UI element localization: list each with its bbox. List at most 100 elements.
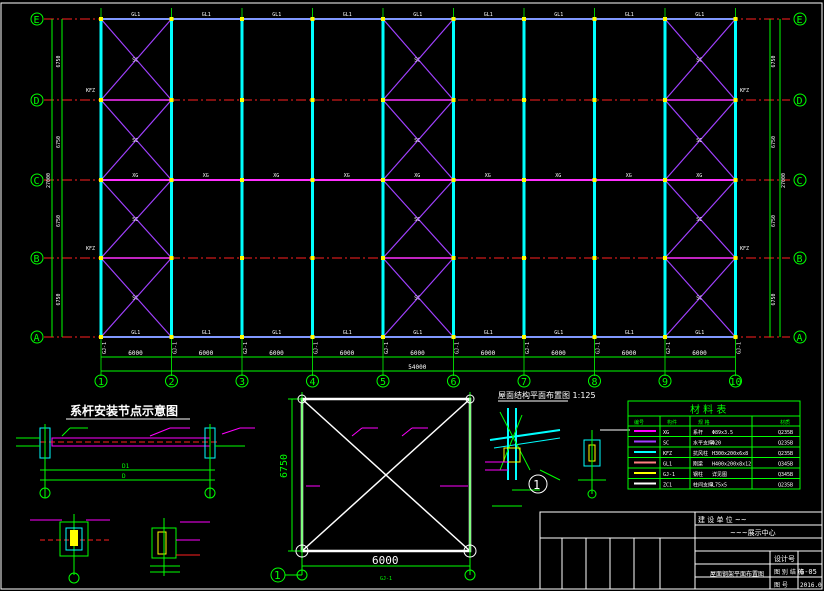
column-mark: GJ-1 [737, 342, 743, 354]
tie-label: XG [626, 173, 632, 179]
axis-bubble-8 [588, 374, 601, 388]
bay-dimension: 6000 [551, 350, 566, 357]
kfz-label: KFZ [740, 88, 749, 94]
plan-braces [100, 18, 736, 338]
column-mark: GJ-1 [525, 342, 531, 354]
svg-text:D1: D1 [122, 463, 130, 470]
detail3-axis: 1 [533, 478, 540, 492]
side-dimension: 6750 [771, 136, 777, 148]
column-mark: GJ-1 [173, 342, 179, 354]
column-mark: GJ-1 [102, 342, 108, 354]
joint [381, 17, 385, 21]
material-grade: Q235B [778, 441, 793, 447]
joint [663, 17, 667, 21]
material-id: SC [663, 441, 669, 447]
section-detail [578, 429, 630, 499]
axis-label-8: 8 [592, 377, 598, 388]
roof-node-detail: 屋面结构平面布置图 1:125 1 [485, 390, 596, 507]
side-total-dimension: 27000 [781, 173, 787, 188]
tie-label: XG [344, 173, 350, 179]
plan-columns [99, 17, 738, 339]
side-total-dimension: 27000 [46, 173, 52, 188]
joint [310, 256, 315, 260]
beam-label-bottom: GL1 [131, 330, 140, 336]
beam-label-top: GL1 [695, 12, 704, 18]
brace-width-dim: 6000 [372, 554, 399, 567]
joint [663, 335, 667, 339]
brace-diagonal [664, 257, 736, 338]
beam-label-top: GL1 [343, 12, 352, 18]
material-spec: Φ89x3.5 [712, 430, 733, 436]
joint [99, 98, 103, 102]
beam-label-bottom: GL1 [202, 330, 211, 336]
axis-bubble-9 [658, 374, 672, 388]
tb-date: 2016.0 [800, 582, 822, 589]
material-part: 系杆 [693, 429, 703, 436]
axis-label-C: C [34, 176, 40, 187]
brace-label: SC [414, 296, 420, 302]
tie-label: XG [485, 173, 491, 179]
joint [451, 256, 456, 260]
axis-label-A: A [34, 333, 40, 344]
brace-label: SC [132, 217, 138, 223]
material-grade: Q235B [778, 451, 793, 457]
detail2-col-label: GJ-1 [380, 576, 392, 582]
beam-label-bottom: GL1 [413, 330, 422, 336]
tie-label: XG [555, 173, 561, 179]
axis-label-7: 7 [521, 377, 527, 388]
tb-sheet-no-label: 图 号 [774, 582, 788, 589]
joint [451, 98, 456, 102]
column-mark: GJ-1 [596, 342, 602, 354]
brace-label: SC [696, 58, 702, 64]
axis-bubble-1 [94, 374, 108, 388]
detail3-title: 屋面结构平面布置图 1:125 [498, 390, 596, 400]
brace-diagonal [382, 257, 454, 338]
joint [99, 17, 103, 21]
bay-dimension: 6000 [481, 350, 496, 357]
side-dimension: 6750 [771, 55, 777, 67]
axis-bubble-C [793, 173, 807, 187]
column-mark: GJ-1 [455, 342, 461, 354]
axis-label-D: D [797, 96, 803, 107]
column-mark: GJ-1 [314, 342, 320, 354]
kfz-label: KFZ [86, 246, 95, 252]
beam-label-top: GL1 [272, 12, 281, 18]
joint [592, 98, 597, 102]
tb-drawing-name: 屋面钢架平面布置图 [710, 570, 764, 578]
brace-label: SC [132, 58, 138, 64]
axis-label-3: 3 [239, 377, 245, 388]
connection-detail-b [150, 518, 210, 576]
joint [310, 335, 315, 339]
joint [310, 178, 315, 182]
brace-label: SC [414, 217, 420, 223]
brace-label: SC [414, 138, 420, 144]
axis-label-5: 5 [380, 377, 386, 388]
axis-label-B: B [797, 254, 803, 265]
axis-bubble-C [30, 173, 44, 187]
joint [381, 178, 385, 182]
axis-label-E: E [34, 15, 40, 26]
brace-diagonal [100, 179, 172, 259]
side-dimension: 6750 [56, 215, 62, 227]
axis-bubble-4 [306, 374, 319, 388]
title-block: 建 设 单 位 ~~ ~~~展示中心 屋面钢架平面布置图 设计号 图 别 结 施… [539, 511, 823, 590]
material-part: 柱间支撑 [693, 482, 713, 489]
brace-label: SC [414, 58, 420, 64]
material-part: 抗风柱 [693, 450, 708, 457]
side-dimension: 6750 [56, 293, 62, 305]
material-part: 钢柱 [693, 471, 703, 478]
bay-dimension: 6000 [692, 350, 707, 357]
side-dimension: 6750 [56, 136, 62, 148]
brace-diagonal [664, 18, 736, 101]
material-spec: 详见图 [712, 471, 727, 478]
joint [592, 335, 597, 339]
material-header: 编号 [634, 419, 644, 426]
brace-label: SC [696, 138, 702, 144]
axis-label-B: B [34, 254, 40, 265]
axis-bubble-B [793, 251, 807, 265]
axis-label-4: 4 [310, 377, 316, 388]
material-grade: Q345B [778, 462, 793, 468]
